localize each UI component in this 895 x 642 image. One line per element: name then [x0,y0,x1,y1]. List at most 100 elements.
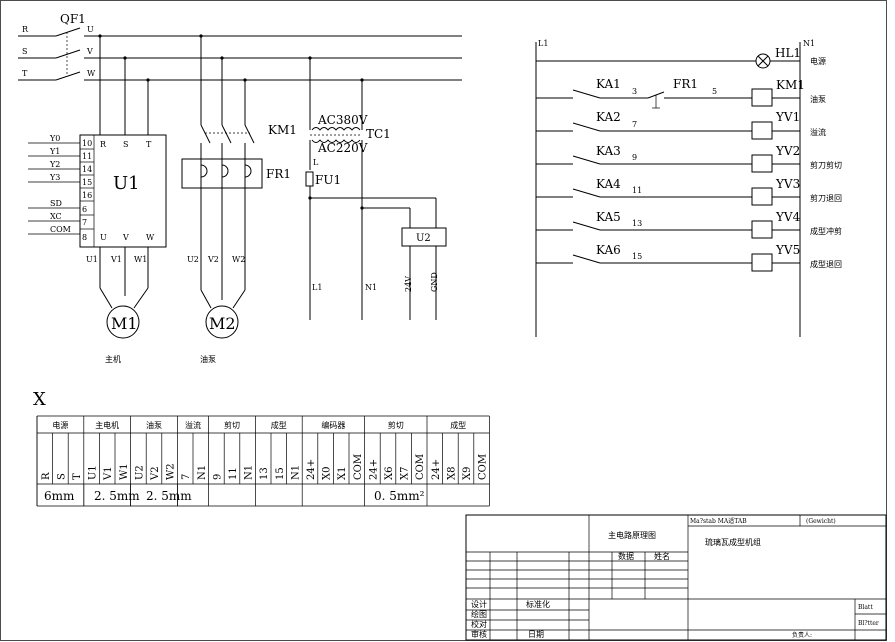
owner-label: 负责人: [792,631,812,639]
terminal-8-0: 24+ [431,459,442,480]
terminal-8-3: COM [478,454,489,480]
weight-label: (Gewicht) [806,518,836,525]
contactor-label: KM1 [268,123,297,137]
rung6-contact: KA6 [596,243,621,257]
rung1-label: 油泵 [810,94,826,104]
data-column: 数据 [618,551,634,561]
row-design: 设计 [471,599,487,609]
psu-box [401,227,447,247]
size-main-motor: 2. 5mm [94,489,140,503]
pin-14: 14 [82,165,92,174]
inverter-term-s: S [123,140,128,149]
title-block: 主电路原理图 琉璃瓦成型机组 Ma?stab MA适TAB (Gewicht) … [465,514,887,641]
signal-xc: XC [50,212,62,221]
left-rail-label: L1 [538,39,548,48]
terminal-group-7: 剪切 [388,420,404,430]
pin-6: 6 [82,205,87,214]
phase-out-w: W [87,69,96,78]
inverter-term-w: W [146,233,155,242]
date-label: 日期 [528,630,544,639]
m2-lead-u2: U2 [187,255,199,264]
transformer-name: TC1 [366,127,391,141]
terminal-title: X [33,389,46,410]
terminal-group-5: 成型 [271,420,287,430]
breaker-label: QF1 [60,12,86,26]
inverter-name: U1 [113,173,140,194]
rung2-contact: KA2 [596,110,621,124]
scale-label: Ma?stab MA适TAB [690,517,747,525]
overload-label: FR1 [266,167,291,181]
terminal-group-4: 剪切 [224,420,240,430]
rung6-coil: YV5 [775,243,800,257]
terminal-group-2: 油泵 [146,420,162,430]
inverter-term-v: V [122,233,129,242]
motor-m2-symbol [205,305,239,339]
terminal-3-0: 7 [181,474,192,480]
bottom-n1: N1 [365,283,377,292]
terminal-7-0: 24+ [368,459,379,480]
bottom-gnd: GND [430,272,439,292]
rung5-coil: YV4 [775,210,801,224]
sheet-label: Blatt [858,604,873,611]
terminal-0-0: R [41,472,52,480]
rung1-coil: KM1 [776,78,805,92]
terminal-4-1: 11 [228,467,239,480]
motor-m2-name: M2 [209,314,236,333]
product-name: 琉璃瓦成型机组 [705,537,761,547]
row-drawing: 绘图 [471,609,487,619]
terminal-6-0: 24+ [306,459,317,480]
pin-11: 11 [82,152,92,161]
signal-y3: Y3 [49,173,60,182]
drawing-title: 主电路原理图 [608,530,656,540]
terminal-group-0: 电源 [52,420,68,430]
m2-lead-v2: V2 [207,255,219,264]
coil-yv5 [751,253,773,272]
terminal-1-0: U1 [88,465,99,480]
terminal-5-0: 13 [259,467,270,480]
pin-8: 8 [82,233,87,242]
pin-16: 16 [82,191,92,200]
lamp-label: 电源 [810,56,826,66]
inverter-term-r: R [100,140,107,149]
main-circuit: QF1 R S T U V W U1 [18,12,462,364]
inverter-term-t: T [146,140,152,149]
terminal-0-2: T [72,473,83,480]
terminal-1-1: V1 [103,466,114,481]
rung3-label: 剪刀剪切 [810,160,842,170]
control-circuit: L1 N1 HL1 电源 KA1 3 FR1 5 KM1 油泵 KA2 7 Y [535,39,842,337]
terminal-2-0: U2 [134,465,145,480]
phase-in-s: S [22,47,27,56]
rung3-coil: YV2 [775,144,800,158]
terminal-8-2: X9 [462,467,473,480]
terminal-2-2: W2 [166,463,177,480]
row-review: 审核 [471,629,487,639]
coil-yv4 [751,220,773,239]
terminal-5-2: N1 [290,465,301,480]
phase-in-t: T [22,69,28,78]
lamp-name: HL1 [775,46,801,60]
signal-com: COM [50,225,71,234]
terminal-6-1: X0 [322,467,333,480]
psu-label: U2 [416,233,431,244]
terminal-group-6: 编码器 [321,420,345,430]
terminal-group-3: 溢流 [185,420,201,430]
rung5-contact: KA5 [596,210,621,224]
terminal-7-1: X6 [384,467,395,480]
inverter-box [79,134,167,248]
signal-y1: Y1 [49,147,60,156]
rung4-label: 剪刀退回 [810,193,842,203]
rung3-contact: KA3 [596,144,621,158]
rung1-contact: KA1 [596,77,621,91]
signal-y2: Y2 [49,160,60,169]
sheets-label: Bl?tter [858,620,879,627]
right-rail-label: N1 [803,39,815,48]
coil-km1 [751,88,773,107]
bottom-l1: L1 [312,283,322,292]
row-check: 校对 [471,619,487,629]
rung1-wire-a: 3 [632,87,637,96]
phase-out-v: V [86,47,93,56]
pin-7: 7 [82,218,87,227]
